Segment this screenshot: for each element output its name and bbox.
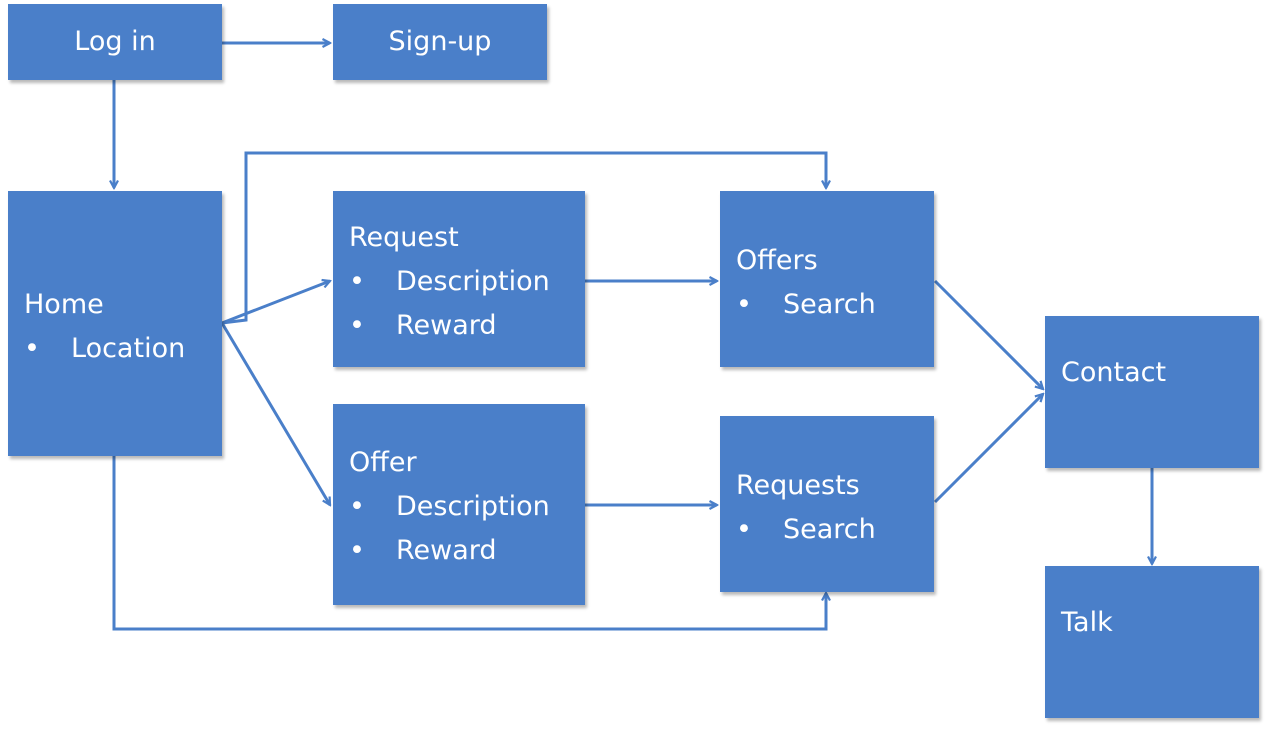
bullet-icon: •	[736, 514, 752, 545]
offer-title: Offer	[349, 447, 417, 478]
offer-item-label: Description	[396, 491, 550, 522]
request-item-label: Description	[396, 266, 550, 297]
arrow-home-to-requests	[112, 456, 826, 631]
contact-title: Contact	[1061, 357, 1167, 388]
arrow-home-to-offer	[220, 322, 332, 505]
login-box: Log in	[8, 4, 222, 80]
arrow-home-to-request	[221, 281, 330, 325]
bullet-icon: •	[349, 535, 365, 566]
contact-box: Contact	[1045, 316, 1259, 468]
request-box: Request • Description • Reward	[333, 191, 585, 367]
offers-title: Offers	[736, 245, 818, 276]
home-item-location: • Location	[24, 327, 185, 371]
offers-item-label: Search	[783, 289, 876, 320]
talk-box: Talk	[1045, 566, 1259, 718]
offers-item-search: • Search	[736, 283, 876, 327]
offers-box: Offers • Search	[720, 191, 934, 367]
bullet-icon: •	[349, 491, 365, 522]
signup-box: Sign-up	[333, 4, 547, 80]
login-label: Log in	[74, 26, 156, 57]
request-item-reward: • Reward	[349, 304, 550, 348]
talk-title: Talk	[1061, 607, 1113, 638]
offer-box: Offer • Description • Reward	[333, 404, 585, 605]
bullet-icon: •	[736, 289, 752, 320]
requests-item-label: Search	[783, 514, 876, 545]
offer-item-reward: • Reward	[349, 529, 550, 573]
offer-item-description: • Description	[349, 485, 550, 529]
arrow-offers-to-contact	[933, 279, 1043, 389]
arrow-home-to-offers	[221, 151, 826, 325]
bullet-icon: •	[349, 310, 365, 341]
bullet-icon: •	[349, 266, 365, 297]
home-title: Home	[24, 289, 104, 320]
requests-item-search: • Search	[736, 508, 876, 552]
home-item-label: Location	[71, 333, 186, 364]
request-title: Request	[349, 222, 459, 253]
requests-box: Requests • Search	[720, 416, 934, 592]
bullet-icon: •	[24, 333, 40, 364]
arrow-requests-to-contact	[933, 394, 1043, 504]
offer-item-label: Reward	[396, 535, 497, 566]
signup-label: Sign-up	[388, 26, 492, 57]
request-item-label: Reward	[396, 310, 497, 341]
home-box: Home • Location	[8, 191, 222, 456]
request-item-description: • Description	[349, 260, 550, 304]
requests-title: Requests	[736, 470, 860, 501]
